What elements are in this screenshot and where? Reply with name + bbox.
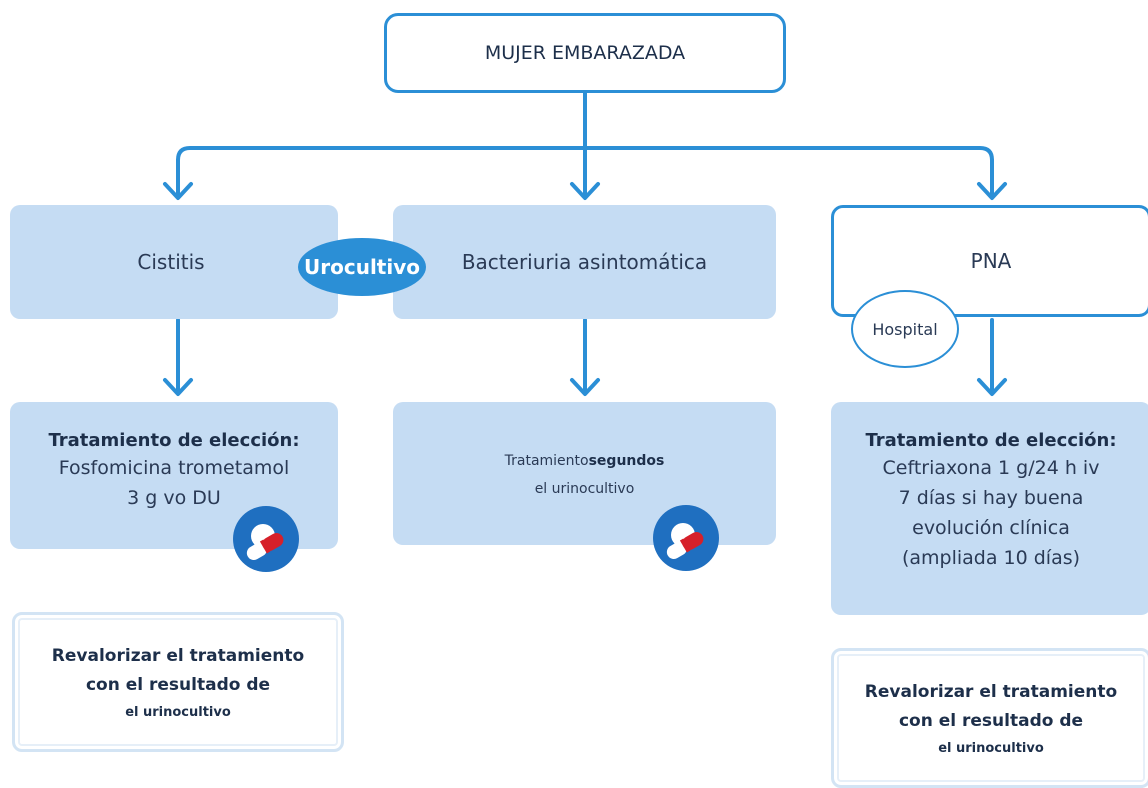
revalorizar-left-line2: con el resultado de [85,675,271,695]
revalorizar-right: Revalorizar el tratamiento con el result… [831,648,1148,788]
treatment-right-title: Tratamiento de elección: [865,430,1117,451]
treatment-right: Tratamiento de elección: Ceftriaxona 1 g… [831,402,1148,615]
revalorizar-left: Revalorizar el tratamiento con el result… [12,612,344,752]
pill-icon [653,505,719,571]
hospital-label: Hospital [872,319,938,339]
treatment-right-line1: Ceftriaxona 1 g/24 h iv [882,457,1100,479]
pill-icon [233,506,299,572]
bacteriuria-node: Bacteriuria asintomática [393,205,776,319]
urocultivo-label: Urocultivo [304,255,420,279]
cistitis-node: Cistitis [10,205,338,319]
root-label: MUJER EMBARAZADA [484,42,686,64]
revalorizar-left-line1: Revalorizar el tratamiento [51,646,305,666]
treatment-middle-prefix: Tratamiento [504,453,589,469]
pna-label: PNA [970,249,1012,273]
treatment-middle-bold: segundos [588,453,665,469]
hospital-badge: Hospital [851,290,959,368]
cistitis-label: Cistitis [137,250,205,274]
treatment-left-line1: Fosfomicina trometamol [58,457,290,479]
treatment-middle-line2: el urinocultivo [534,481,635,497]
treatment-right-line3: evolución clínica [912,517,1070,539]
treatment-right-line4: (ampliada 10 días) [901,547,1081,569]
bacteriuria-label: Bacteriuria asintomática [461,250,708,274]
revalorizar-right-line3: el urinocultivo [938,741,1044,756]
revalorizar-right-line2: con el resultado de [898,711,1084,731]
treatment-left-line2: 3 g vo DU [127,487,221,509]
urocultivo-badge: Urocultivo [298,238,426,296]
treatment-left-title: Tratamiento de elección: [48,430,300,451]
treatment-middle-line1: Tratamientosegundos [393,450,776,472]
treatment-right-line2: 7 días si hay buena [898,487,1084,509]
revalorizar-right-line1: Revalorizar el tratamiento [864,682,1118,702]
treatment-left: Tratamiento de elección: Fosfomicina tro… [10,402,338,549]
revalorizar-left-line3: el urinocultivo [125,705,231,720]
root-node: MUJER EMBARAZADA [384,13,786,93]
